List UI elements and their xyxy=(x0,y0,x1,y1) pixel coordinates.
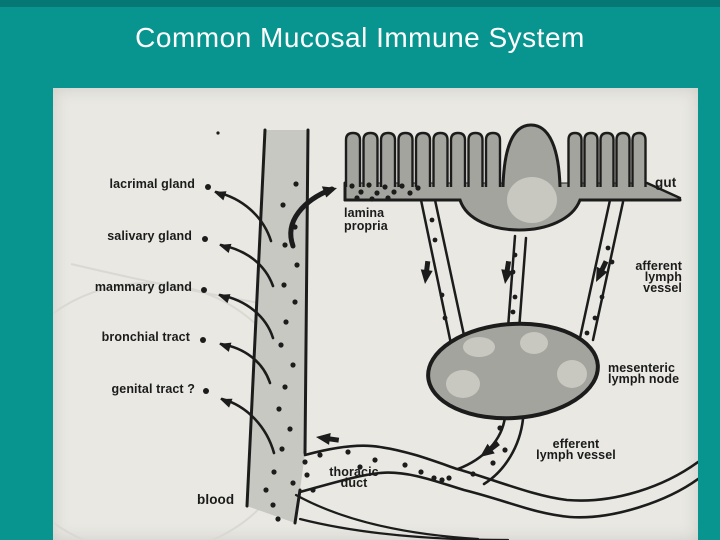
peyers-patch-germinal-center xyxy=(507,177,557,223)
label-line: vessel xyxy=(643,281,682,295)
afferent-flow-arrow-left xyxy=(420,260,433,284)
afferent-flow-arrow-middle xyxy=(501,260,514,284)
label-line: mesenteric xyxy=(608,361,676,375)
label-mammary-gland: mammary gland xyxy=(94,280,192,294)
label-line: efferent xyxy=(552,437,600,451)
label-line: thoracic xyxy=(329,465,379,479)
mucosal-diagram-svg xyxy=(53,123,698,540)
diagram-image: lacrimal gland salivary gland mammary gl… xyxy=(53,88,698,540)
label-blood: blood xyxy=(197,492,235,507)
label-lacrimal-gland: lacrimal gland xyxy=(109,177,195,191)
lymphocyte-dots xyxy=(216,131,615,522)
label-salivary-gland: salivary gland xyxy=(107,229,192,243)
efferent-flow-arrow xyxy=(480,441,500,457)
mesenteric-lymph-node xyxy=(426,321,600,421)
label-line: lymph node xyxy=(608,372,680,386)
label-efferent-lymph-vessel: efferent lymph vessel xyxy=(506,437,646,462)
afferent-flow-arrow-right xyxy=(596,260,609,282)
label-lamina-propria: lamina propria xyxy=(344,207,388,233)
label-line: lymph xyxy=(644,270,682,284)
slide-title: Common Mucosal Immune System xyxy=(135,22,585,53)
label-afferent-lymph-vessel: afferent lymph vessel xyxy=(598,259,682,295)
duct-flow-arrow xyxy=(316,433,340,445)
lamina-propria-arrow xyxy=(288,186,337,249)
label-thoracic-duct: thoracic duct xyxy=(304,465,404,490)
label-dots xyxy=(200,184,211,394)
gland-arrows xyxy=(214,190,276,455)
gut-wall xyxy=(343,123,682,232)
slide-top-edge xyxy=(0,0,720,7)
label-genital-tract: genital tract ? xyxy=(111,382,195,396)
label-bronchial-tract: bronchial tract xyxy=(101,330,190,344)
label-line: duct xyxy=(340,476,368,490)
label-line: lamina xyxy=(344,206,385,220)
label-mesenteric-lymph-node: mesenteric lymph node xyxy=(608,361,680,386)
label-gut: gut xyxy=(655,175,677,190)
label-line: propria xyxy=(344,219,388,233)
flow-arrows xyxy=(316,260,609,457)
blood-vessel xyxy=(245,128,310,525)
label-line: lymph vessel xyxy=(536,448,616,462)
label-line: afferent xyxy=(635,259,682,273)
